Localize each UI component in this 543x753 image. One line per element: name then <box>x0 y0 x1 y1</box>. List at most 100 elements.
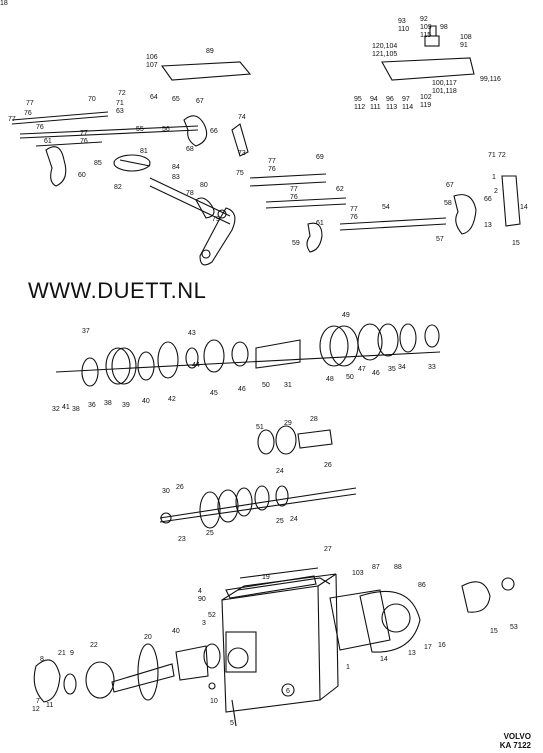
part-callout: 90 <box>198 596 206 603</box>
part-callout: 52 <box>208 612 216 619</box>
part-callout: 79 <box>212 216 220 223</box>
part-callout: 110 <box>398 26 410 33</box>
part-callout: 78 <box>186 190 194 197</box>
part-callout: 7 <box>36 698 40 705</box>
part-callout: 6 <box>286 688 290 695</box>
part-callout: 109 <box>420 24 432 31</box>
gear-28 <box>275 425 297 455</box>
part-callout: 67 <box>446 182 454 189</box>
part-callout: 66 <box>210 128 218 135</box>
part-callout: 42 <box>168 396 176 403</box>
gear-23 <box>199 491 221 529</box>
shift-fork-68 <box>183 115 208 147</box>
part-callout: 53 <box>510 624 518 631</box>
part-callout: 121,105 <box>372 51 398 58</box>
part-callout: 34 <box>398 364 406 371</box>
part-callout: 24 <box>290 516 298 523</box>
part-callout: 47 <box>358 366 366 373</box>
part-callout: 113 <box>386 104 398 111</box>
part-callout: 111 <box>370 104 381 111</box>
part-callout: 76 <box>268 166 276 173</box>
part-callout: 14 <box>520 204 528 211</box>
brand-name: VOLVO <box>503 732 531 741</box>
part-callout: 49 <box>342 312 350 319</box>
part-callout: 32 <box>52 406 60 413</box>
part-callout: 39 <box>122 402 130 409</box>
part-callout: 54 <box>382 204 390 211</box>
part-callout: 71 <box>488 152 496 159</box>
gasket-14 <box>329 589 391 651</box>
rod-62 <box>265 197 347 203</box>
part-callout: 35 <box>388 366 396 373</box>
part-callout: 83 <box>172 174 180 181</box>
part-callout: 65 <box>172 96 180 103</box>
part-callout: 5 <box>230 720 234 727</box>
part-callout: 8 <box>40 656 44 663</box>
bearing-21 <box>85 661 115 699</box>
part-callout: 14 <box>380 656 388 663</box>
part-callout: 59 <box>292 240 300 247</box>
part-callout: 40 <box>172 628 180 635</box>
part-callout: 18 <box>0 0 8 7</box>
part-callout: 67 <box>196 98 204 105</box>
part-callout: 77 <box>268 158 276 165</box>
part-callout: 4 <box>198 588 202 595</box>
part-callout: 40 <box>142 398 150 405</box>
brand-block: VOLVO KA 7122 <box>500 732 531 750</box>
gear-47 <box>357 323 383 361</box>
part-callout: 88 <box>394 564 402 571</box>
part-callout: 120,104 <box>372 43 398 50</box>
part-callout: 87 <box>372 564 380 571</box>
part-callout: 10 <box>210 698 218 705</box>
link-73 <box>231 123 249 157</box>
part-callout: 43 <box>188 330 196 337</box>
part-callout: 75 <box>236 170 244 177</box>
part-callout: 9 <box>70 650 74 657</box>
part-callout: 76 <box>36 124 44 131</box>
fork-59 <box>306 222 323 253</box>
part-callout: 25 <box>276 518 284 525</box>
part-callout: 66 <box>484 196 492 203</box>
lever-79 <box>199 207 236 266</box>
part-callout: 55 <box>136 126 144 133</box>
part-callout: 13 <box>484 222 492 229</box>
part-callout: 119 <box>420 102 432 109</box>
part-callout: 37 <box>82 328 90 335</box>
part-callout: 15 <box>490 628 498 635</box>
part-callout: 60 <box>78 172 86 179</box>
gear-20 <box>175 645 209 681</box>
part-callout: 46 <box>372 370 380 377</box>
part-callout: 76 <box>80 138 88 145</box>
part-callout: 57 <box>436 236 444 243</box>
part-callout: 106 <box>146 54 158 61</box>
part-callout: 72 <box>118 90 126 97</box>
part-callout: 84 <box>172 164 180 171</box>
part-callout: 44 <box>192 362 200 369</box>
part-callout: 21 <box>58 650 66 657</box>
nut-52 <box>501 577 515 591</box>
part-callout: 62 <box>336 186 344 193</box>
part-callout: 98 <box>440 24 448 31</box>
part-callout: 108 <box>460 34 472 41</box>
layshaft-27 <box>159 487 357 519</box>
part-callout: 80 <box>200 182 208 189</box>
shift-fork-60 <box>45 146 67 187</box>
part-callout: 22 <box>90 642 98 649</box>
part-callout: 2 <box>494 188 498 195</box>
part-callout: 76 <box>290 194 298 201</box>
gear-48 <box>319 325 349 367</box>
part-callout: 76 <box>24 110 32 117</box>
part-callout: 45 <box>210 390 218 397</box>
part-callout: 97 <box>402 96 410 103</box>
part-callout: 89 <box>206 48 214 55</box>
part-callout: 107 <box>146 62 158 69</box>
part-callout: 58 <box>444 200 452 207</box>
part-callout: 101,118 <box>432 88 457 95</box>
gear-29 <box>257 429 275 455</box>
part-callout: 17 <box>424 644 432 651</box>
part-callout: 25 <box>206 530 214 537</box>
part-callout: 99,116 <box>480 76 501 83</box>
part-callout: 77 <box>26 100 34 107</box>
